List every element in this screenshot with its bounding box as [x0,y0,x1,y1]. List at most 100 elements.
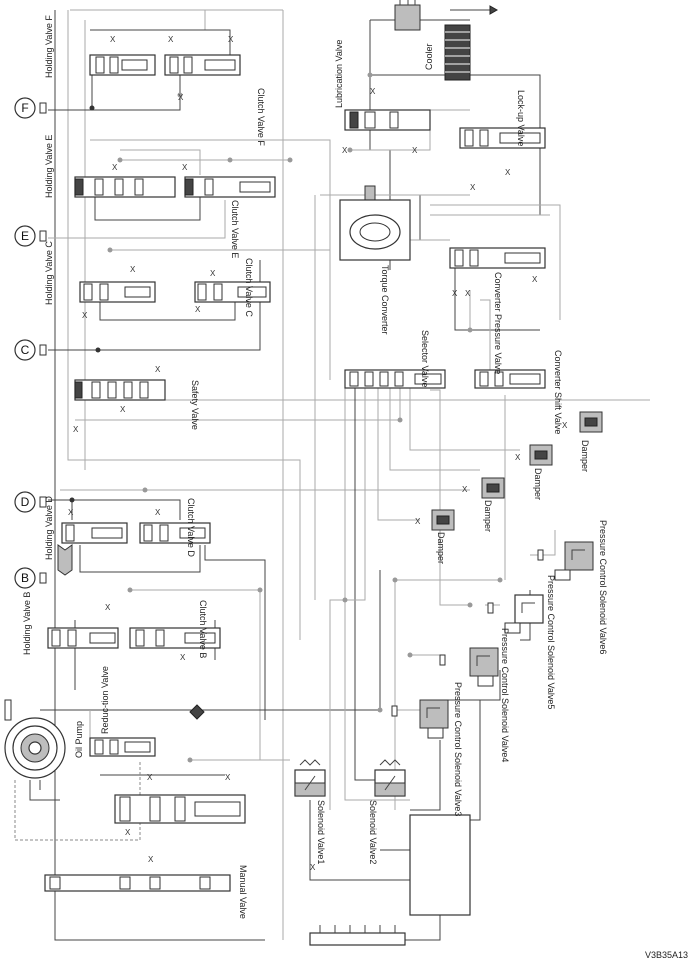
valve-clutch-c [194,281,271,303]
valve-clutch-f [164,54,241,76]
valve-clutch-d [139,522,211,544]
damper-3 [481,477,505,499]
hydraulic-lines [14,9,650,941]
control-unit [409,814,471,916]
orifice-mark: X [225,773,231,782]
solenoid-valve-2 [374,759,406,797]
orifice-mark: X [342,146,348,155]
orifice-mark: X [155,508,161,517]
label-oil-pump: Oil Pump [74,721,84,758]
circuit-b-label: B [21,571,29,585]
label-clutch-valve-d: Clutch Valve D [186,498,196,557]
pc-solenoid-4 [469,647,499,687]
label-clutch-valve-b: Clutch Valve B [198,600,208,658]
label-selector-valve: Selector Valve [420,330,430,387]
valve-holding-b [47,627,119,649]
damper-2 [529,444,553,466]
label-solenoid-valve-2: Solenoid Valve2 [368,800,378,864]
circuit-f-label: F [21,101,28,115]
label-pc-solenoid-6: Pressure Control Solenoid Valve6 [598,520,608,654]
orifice-mark: X [462,485,468,494]
valve-holding-d [61,522,128,544]
label-reduction-valve: Reduc-tion Valve [100,666,110,734]
label-pc-solenoid-4: Pressure Control Solenoid Valve4 [500,628,510,762]
manual-lever-detent [309,925,406,946]
orifice-mark: X [228,35,234,44]
label-holding-valve-c: Holding Valve C [44,241,54,305]
label-holding-valve-b: Holding Valve B [22,592,32,655]
valve-clutch-e [184,176,276,198]
label-converter-shift-valve: Converter Shift Valve [553,350,563,434]
orifice-mark: X [562,421,568,430]
oil-pump [4,699,66,801]
orifice-mark: X [532,275,538,284]
pc-solenoid-6 [554,541,594,581]
orifice-mark: X [147,773,153,782]
pc-solenoid-5 [504,594,544,634]
orifice-mark: X [155,365,161,374]
valve-lubrication [344,109,431,131]
valve-manual [44,874,231,892]
orifice-mark: X [148,855,154,864]
orifice-mark: X [110,35,116,44]
valve-reduction [89,737,156,757]
valve-converter-shift [474,369,546,389]
orifice-mark: X [168,35,174,44]
damper-1 [579,411,603,433]
orifice-mark: X [505,168,511,177]
orifice-mark: X [465,289,471,298]
circuit-c-label: C [21,343,30,357]
orifice-mark: X [112,163,118,172]
damper-4 [431,509,455,531]
filter-diamond [189,704,205,720]
label-lubrication-valve: Lubrication Valve [334,40,344,108]
valve-holding-c [79,281,156,303]
label-safety-valve: Safety Valve [190,380,200,430]
solenoid-valve-1 [294,759,326,797]
valve-regulator [114,794,246,824]
label-solenoid-valve-1: Solenoid Valve1 [316,800,326,864]
label-clutch-valve-f: Clutch Valve F [256,88,266,146]
circuit-marker-e: E [14,225,47,247]
circuit-marker-d: D [14,491,47,513]
pc-solenoid-3 [419,699,449,739]
label-holding-valve-d: Holding Valve D [44,496,54,560]
orifice-mark: X [105,603,111,612]
labels: Holding Valve F Clutch Valve F Holding V… [22,15,608,919]
outlet-arrow-head [489,5,499,15]
label-damper-3: Damper [483,500,493,532]
orifice-mark: X [310,863,316,872]
label-cooler: Cooler [424,43,434,70]
circuit-marker-c: C [14,339,47,361]
orifice-mark: X [182,163,188,172]
junction-dots [69,72,503,763]
orifice-marks: X X X X X X X X X X X X X X X X X X X X … [68,35,568,872]
label-pc-solenoid-3: Pressure Control Solenoid Valve3 [453,682,463,816]
label-clutch-valve-e: Clutch Valve E [230,200,240,258]
pressure-relief-spring [394,0,421,31]
valve-converter-pressure [449,247,546,269]
valve-safety [74,379,166,401]
orifice-mark: X [180,653,186,662]
label-damper-1: Damper [580,440,590,472]
circuit-marker-b: B [14,567,47,589]
lockup-damper [364,185,376,201]
figure-code: V3B35A13 [645,950,688,960]
circuit-marker-f: F [14,97,47,119]
orifice-mark: X [415,517,421,526]
label-damper-4: Damper [436,532,446,564]
orifice-mark: X [178,93,184,102]
torque-converter [339,199,411,261]
orifice-mark: X [515,453,521,462]
orifice-mark: X [68,508,74,517]
valve-clutch-b [129,627,221,649]
label-holding-valve-f: Holding Valve F [44,15,54,78]
orifice-mark: X [370,87,376,96]
circuit-e-label: E [21,229,29,243]
orifice-mark: X [120,405,126,414]
label-torque-converter: Torque Converter [380,265,390,335]
label-clutch-valve-c: Clutch Valve C [244,258,254,317]
orifice-mark: X [195,305,201,314]
label-damper-2: Damper [533,468,543,500]
